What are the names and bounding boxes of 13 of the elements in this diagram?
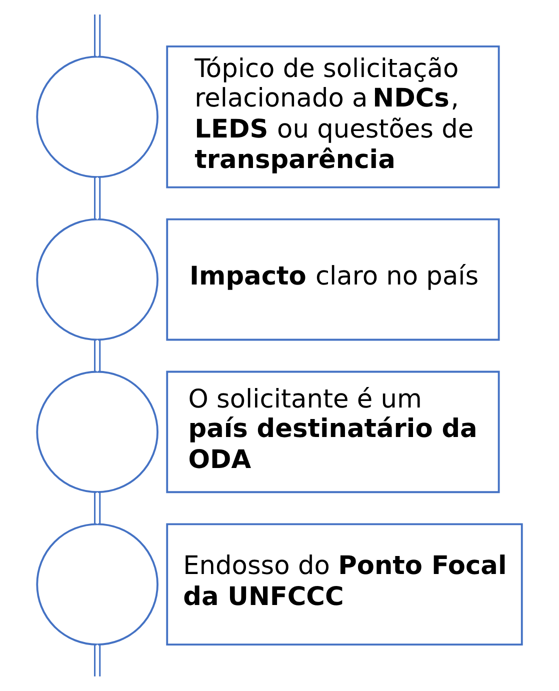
connector	[94, 644, 96, 676]
node-box: Tópico de solicitação relacionado a NDCs, LEDS ou questões de transparência	[166, 46, 500, 188]
connector	[94, 177, 101, 220]
node-circle	[36, 370, 158, 494]
node-box: O solicitante é um país destinatário da ODA	[166, 370, 500, 494]
node-circle	[36, 218, 158, 341]
node-box: Endosso do Ponto Focal da UNFCCC	[166, 523, 523, 646]
node-circle	[36, 56, 158, 178]
connector	[94, 492, 101, 524]
node-box: Impacto claro no país	[166, 218, 500, 341]
connector	[94, 14, 96, 56]
connector	[94, 340, 101, 372]
node-circle	[36, 523, 158, 646]
